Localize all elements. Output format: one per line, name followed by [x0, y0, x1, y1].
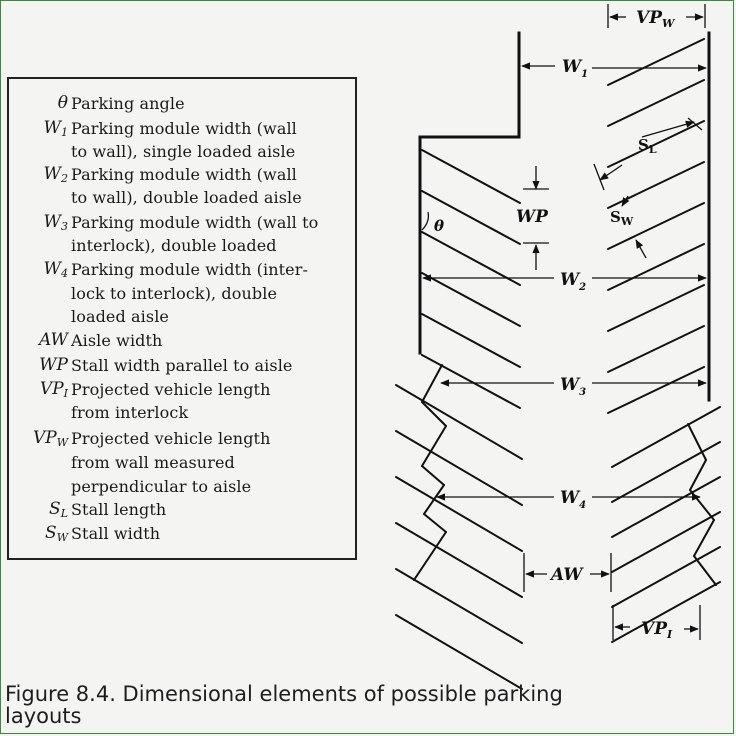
legend-text: from wall measured: [71, 453, 235, 472]
legend-symbol: WP: [39, 355, 68, 375]
stall-line-left-lower: [395, 614, 523, 690]
stall-line-left-upper: [421, 272, 521, 327]
interlock-edge-right: [693, 555, 717, 586]
stall-line-right-upper: [607, 202, 705, 250]
legend-symbol: VPW: [32, 428, 68, 449]
stall-line-right-lower: [611, 476, 721, 538]
stall-line-left-upper: [421, 354, 521, 409]
figure-caption: Figure 8.4. Dimensional elements of poss…: [5, 683, 705, 727]
legend-text: to wall), single loaded aisle: [71, 142, 296, 161]
legend-text: loaded aisle: [71, 307, 169, 326]
stall-line-left-lower: [395, 430, 523, 506]
stall-line-right-upper: [607, 284, 705, 332]
interlock-edge-right: [693, 519, 715, 557]
legend-text: Projected vehicle length: [71, 380, 271, 399]
interlock-edge-left: [421, 364, 443, 403]
sw-arrow-bottom: [635, 239, 647, 259]
stall-lines: [395, 38, 721, 690]
stall-line-right-upper: [607, 79, 705, 127]
legend-text: Aisle width: [71, 331, 163, 350]
legend-symbol: SW: [45, 523, 68, 544]
legend-symbol: W2: [43, 164, 68, 185]
stall-line-left-upper: [421, 149, 521, 204]
label-sl: SL: [638, 136, 657, 156]
legend-box: [7, 77, 357, 560]
stall-line-right-upper: [607, 120, 705, 168]
stall-line-left-upper: [421, 231, 521, 286]
interlock-edge-left: [421, 401, 447, 427]
legend-symbol: W3: [43, 212, 68, 233]
interlock-edge-left: [421, 425, 447, 467]
legend-text: Stall width: [71, 524, 161, 543]
legend-text: Stall length: [71, 500, 167, 519]
interlock-edge-left: [421, 465, 445, 486]
sl-dim-top: [641, 120, 695, 138]
stall-line-left-lower: [395, 476, 523, 552]
stall-line-right-upper: [607, 38, 705, 86]
legend-symbol: SL: [49, 499, 68, 520]
label-w1: W1: [562, 57, 588, 80]
stall-line-right-upper: [607, 243, 705, 291]
legend-text: Parking angle: [71, 94, 185, 113]
stall-line-right-lower: [611, 406, 721, 468]
legend-symbol: AW: [38, 330, 68, 350]
stall-line-right-upper: [607, 366, 705, 414]
legend-text: Projected vehicle length: [71, 429, 271, 448]
stall-line-left-upper: [421, 190, 521, 245]
interlock-edge-left: [423, 513, 447, 533]
stall-line-left-lower: [395, 522, 523, 598]
label-sw: SW: [610, 208, 634, 228]
interlock-edge-right: [689, 489, 715, 521]
legend-symbol: W4: [43, 259, 68, 280]
sw-arrow-top: [621, 195, 630, 207]
label-vpi: VPI: [641, 619, 673, 641]
label-aw: AW: [549, 565, 584, 585]
label-w2: W2: [560, 270, 586, 293]
stall-line-right-lower: [611, 581, 721, 643]
stall-line-left-lower: [395, 384, 523, 460]
stall-line-right-lower: [611, 546, 721, 608]
stall-line-left-lower: [395, 568, 523, 644]
legend-text: interlock), double loaded: [71, 236, 277, 255]
label-vpw: VPW: [636, 8, 676, 30]
theta-arc: [421, 211, 430, 231]
label-theta: θ: [434, 217, 444, 235]
caption-line-1: Figure 8.4. Dimensional elements of poss…: [5, 682, 563, 706]
interlock-edge-right: [687, 423, 707, 461]
left-wall: [418, 31, 521, 355]
legend-text: from interlock: [71, 403, 189, 422]
label-w4: W4: [560, 488, 586, 511]
sl-tick-bottom: [593, 163, 605, 191]
interlock-edge-right: [689, 459, 707, 491]
stall-line-left-upper: [421, 313, 521, 368]
legend-symbol: VPI: [39, 379, 68, 400]
legend-text: perpendicular to aisle: [71, 477, 252, 496]
legend-text: Parking module width (wall to: [71, 213, 319, 232]
legend-text: Parking module width (wall: [71, 165, 297, 184]
stall-line-right-upper: [607, 325, 705, 373]
sl-tick-top: [687, 117, 703, 131]
legend-text: Stall width parallel to aisle: [71, 356, 293, 375]
legend-text: lock to interlock), double: [71, 284, 278, 303]
stall-line-right-upper: [607, 161, 705, 209]
interlock-edge-left: [413, 531, 447, 581]
label-w3: W3: [560, 375, 586, 398]
legend-symbol: θ: [57, 93, 68, 113]
legend-text: Parking module width (inter-: [71, 260, 308, 279]
legend-text: Parking module width (wall: [71, 119, 297, 138]
sl-dim-bottom: [599, 164, 623, 181]
interlock-edge-left: [423, 484, 445, 515]
stall-line-right-lower: [611, 441, 721, 503]
legend-symbol: W1: [43, 118, 68, 139]
caption-line-2: layouts: [5, 704, 82, 728]
stall-line-right-lower: [611, 511, 721, 573]
label-wp: WP: [516, 207, 549, 227]
legend-text: to wall), double loaded aisle: [71, 188, 302, 207]
